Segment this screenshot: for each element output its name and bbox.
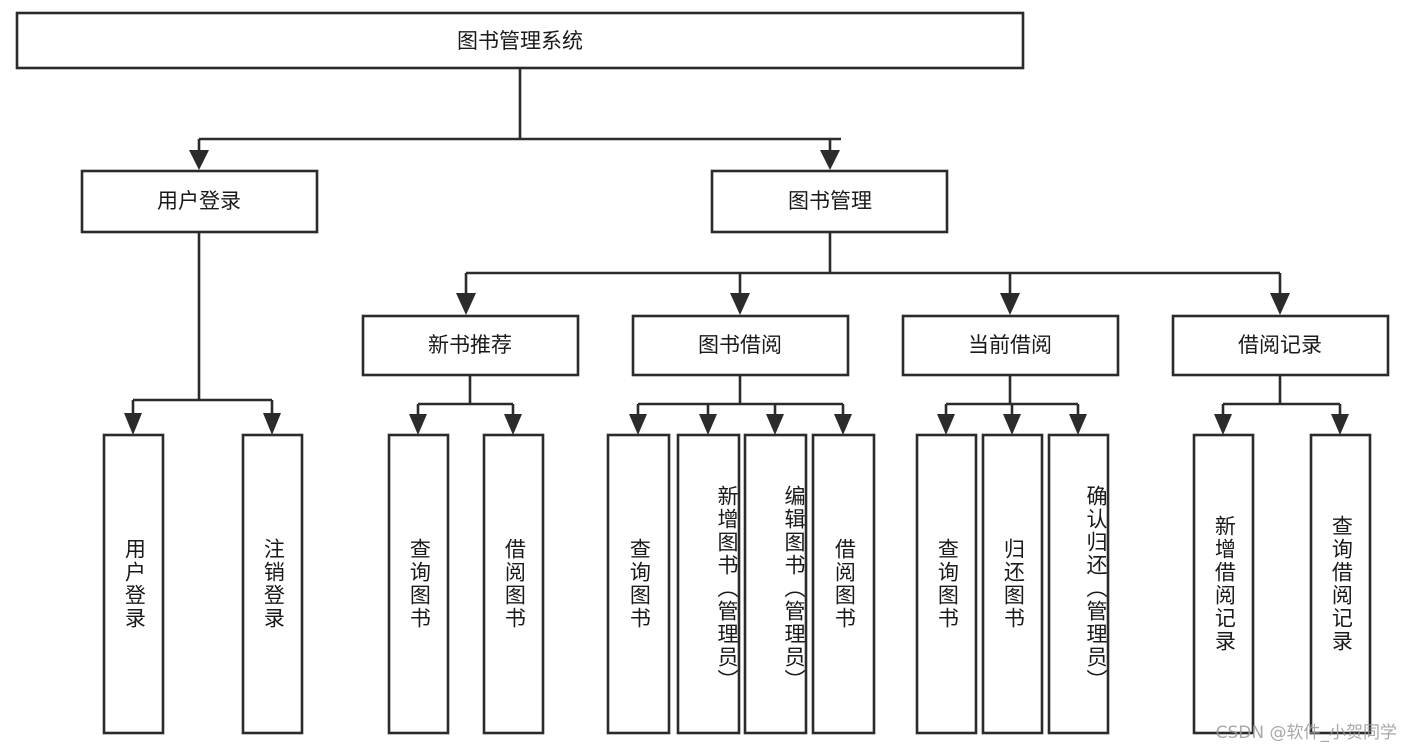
leaf-box-layer [102,433,1372,735]
leaf-box-borrow-borrow-book[interactable] [811,433,876,735]
leaf-box-borrow-add-book[interactable] [676,433,741,735]
arrowhead-borrow-record [1270,293,1290,315]
node-current-borrow[interactable]: 当前借阅 [901,314,1120,377]
arrowhead-book-manage [820,150,840,170]
leaf-box-current-query-book[interactable] [915,433,978,735]
leaf-box-current-confirm-return[interactable] [1047,433,1110,735]
arrowhead-borrow-leaf-2 [699,414,717,435]
leaf-box-current-return-book[interactable] [981,433,1044,735]
leaf-box-record-query[interactable] [1309,433,1372,735]
node-current-borrow-label: 当前借阅 [968,333,1052,357]
csdn-watermark: CSDN @软件_小贺同学 [1215,723,1397,743]
leaf-box-logout-login[interactable] [241,433,304,735]
arrowhead-record-leaf-1 [1214,414,1232,435]
node-book-manage-label: 图书管理 [788,189,872,213]
leaf-box-borrow-query-book[interactable] [606,433,671,735]
node-borrow-record[interactable]: 借阅记录 [1171,314,1390,377]
arrowhead-record-leaf-2 [1331,414,1349,435]
node-root-box[interactable] [15,11,1025,70]
leaf-box-user-login[interactable] [102,433,165,735]
node-new-book-recommend-box[interactable] [361,314,580,377]
arrowhead-recommend-leaf-2 [504,414,522,435]
arrowhead-current-leaf-1 [937,414,955,435]
arrowhead-userlogin-leaf-2 [263,413,281,435]
arrowhead-current-leaf-2 [1003,414,1021,435]
connector-layer [124,68,1349,435]
node-new-book-recommend[interactable]: 新书推荐 [361,314,580,377]
arrowhead-new-book-recommend [456,293,476,315]
leaf-box-borrow-edit-book[interactable] [743,433,808,735]
arrowhead-userlogin-leaf-1 [124,413,142,435]
node-user-login[interactable]: 用户登录 [80,169,319,234]
leaf-box-record-add[interactable] [1192,433,1255,735]
leaf-box-recommend-borrow-book[interactable] [482,433,545,735]
arrowhead-current-leaf-3 [1069,414,1087,435]
node-user-login-box[interactable] [80,169,319,234]
node-book-manage-box[interactable] [710,169,949,234]
arrowhead-recommend-leaf-1 [409,414,427,435]
node-book-borrow[interactable]: 图书借阅 [631,314,850,377]
arrowhead-user-login [189,150,209,170]
node-book-manage[interactable]: 图书管理 [710,169,949,234]
node-book-borrow-label: 图书借阅 [698,333,782,357]
arrowhead-borrow-leaf-4 [834,414,852,435]
arrowhead-borrow-leaf-1 [629,414,647,435]
leaf-box-recommend-query-book[interactable] [387,433,450,735]
node-root-label: 图书管理系统 [457,29,583,53]
node-borrow-record-label: 借阅记录 [1238,333,1322,357]
node-book-borrow-box[interactable] [631,314,850,377]
node-borrow-record-box[interactable] [1171,314,1390,377]
arrowhead-borrow-leaf-3 [766,414,784,435]
node-new-book-recommend-label: 新书推荐 [428,333,512,357]
node-root[interactable]: 图书管理系统 [15,11,1025,70]
node-current-borrow-box[interactable] [901,314,1120,377]
arrowhead-current-borrow [1000,293,1020,315]
arrowhead-book-borrow [730,293,750,315]
node-user-login-label: 用户登录 [157,189,241,213]
